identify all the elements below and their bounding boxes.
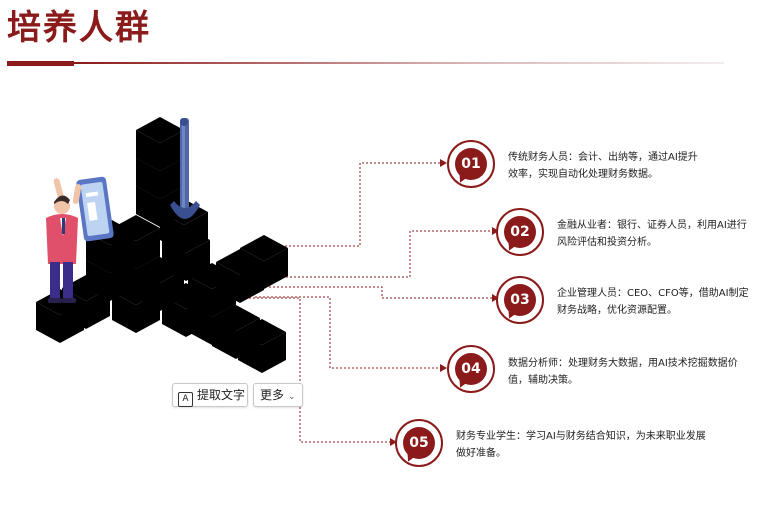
connector-lines (245, 162, 492, 443)
badge-02: 02 (496, 208, 544, 256)
badge-03: 03 (496, 276, 544, 324)
badge-01: 01 (447, 140, 495, 188)
person-illustration (46, 178, 82, 303)
chevron-down-icon: ⌄ (288, 392, 296, 402)
title-accent-bar (7, 61, 74, 66)
extract-text-button[interactable]: A 提取文字 (172, 383, 248, 407)
more-label: 更多 (260, 388, 285, 402)
tablet-icon (76, 176, 114, 242)
title-divider (74, 62, 724, 64)
wrench-icon (170, 118, 200, 219)
badge-05: 05 (395, 419, 443, 467)
group-desc-05: 财务专业学生：学习AI与财务结合知识，为未来职业发展 做好准备。 (456, 431, 706, 459)
group-desc-02: 金融从业者：银行、证券人员，利用AI进行 风险评估和投资分析。 (557, 220, 747, 248)
extract-text-label: 提取文字 (197, 388, 246, 402)
badge-04: 04 (447, 345, 495, 393)
extract-text-icon: A (178, 392, 193, 407)
group-desc-04: 数据分析师：处理财务大数据，用AI技术挖掘数据价 值，辅助决策。 (508, 358, 738, 386)
group-desc-03: 企业管理人员：CEO、CFO等，借助AI制定 财务战略，优化资源配置。 (557, 288, 749, 316)
group-desc-01: 传统财务人员：会计、出纳等，通过AI提升 效率，实现自动化处理财务数据。 (508, 152, 698, 180)
more-button[interactable]: 更多⌄ (253, 383, 303, 407)
page-title: 培养人群 (7, 8, 151, 48)
